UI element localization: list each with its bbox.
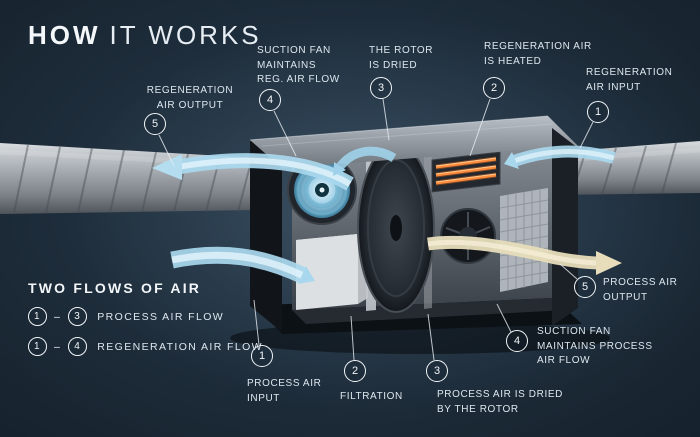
legend-heading: TWO FLOWS OF AIR xyxy=(28,280,202,296)
legend-dash: – xyxy=(54,310,62,323)
legend-badge-from-1: 1 xyxy=(28,307,47,326)
callout-badge-process-air-output: 5 xyxy=(574,276,596,298)
callout-badge-process-air-input: 1 xyxy=(251,345,273,367)
callout-label-process-air-dried: PROCESS AIR IS DRIED BY THE ROTOR xyxy=(437,389,563,415)
right-side-panel xyxy=(552,128,578,326)
callout-label-suction-fan-process: SUCTION FAN MAINTAINS PROCESS AIR FLOW xyxy=(537,326,653,366)
title-rest: IT WORKS xyxy=(109,20,262,50)
legend-badge-to-3: 3 xyxy=(68,307,88,326)
callout-label-process-air-output: PROCESS AIR OUTPUT xyxy=(603,277,678,303)
process-air-input-arrow xyxy=(170,246,315,284)
airflow-arrows xyxy=(152,145,622,284)
legend-label-regeneration: REGENERATION AIR FLOW xyxy=(97,340,263,353)
legend-badge-to-4: 4 xyxy=(68,337,88,356)
front-left-panel xyxy=(250,140,282,332)
callout-label-suction-fan-reg: SUCTION FAN MAINTAINS REG. AIR FLOW xyxy=(257,45,340,85)
callout-label-rotor-is-dried: THE ROTOR IS DRIED xyxy=(369,45,434,71)
callout-badge-regeneration-air-output: 5 xyxy=(144,113,166,135)
callout-label-regeneration-air-input: REGENERATION AIR INPUT xyxy=(586,67,673,93)
reg-air-input-arrow xyxy=(504,145,616,169)
rotor-to-fan-arrow xyxy=(333,146,397,176)
page-title: HOW IT WORKS xyxy=(28,20,262,51)
callout-badge-process-air-dried: 3 xyxy=(426,360,448,382)
legend-badge-from-1b: 1 xyxy=(28,337,47,356)
heater-graphic xyxy=(431,151,501,193)
top-casing xyxy=(250,116,578,168)
callout-label-regeneration-air-output: REGENERATION AIR OUTPUT xyxy=(146,85,234,111)
callout-badge-suction-fan-process: 4 xyxy=(506,330,528,352)
legend-row-regeneration: 1 – 4 REGENERATION AIR FLOW xyxy=(28,337,263,356)
legend: TWO FLOWS OF AIR 1 – 3 PROCESS AIR FLOW … xyxy=(28,280,263,356)
callout-label-filtration: FILTRATION xyxy=(340,391,403,402)
rotor-graphic xyxy=(357,143,435,313)
legend-label-process: PROCESS AIR FLOW xyxy=(97,310,225,323)
callout-badge-regeneration-air-heated: 2 xyxy=(483,77,505,99)
callout-lines xyxy=(158,98,594,361)
callout-badge-regeneration-air-input: 1 xyxy=(587,101,609,123)
callout-badge-suction-fan-reg: 4 xyxy=(259,89,281,111)
title-strong: HOW xyxy=(28,20,101,50)
callout-label-process-air-input: PROCESS AIR INPUT xyxy=(247,378,322,404)
legend-row-process: 1 – 3 PROCESS AIR FLOW xyxy=(28,307,263,326)
process-air-output-arrow xyxy=(427,235,622,275)
callout-badge-rotor-is-dried: 3 xyxy=(370,77,392,99)
legend-dash-2: – xyxy=(54,340,62,353)
callout-label-regeneration-air-heated: REGENERATION AIR IS HEATED xyxy=(484,41,592,67)
filter-graphic xyxy=(499,188,549,292)
callout-badge-filtration: 2 xyxy=(344,360,366,382)
